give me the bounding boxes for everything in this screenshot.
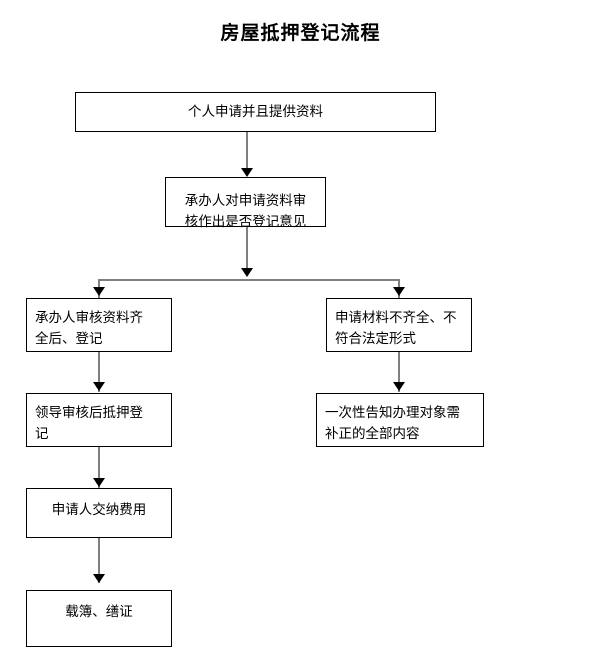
flow-node-materials-incomplete[interactable]: 申请材料不齐全、不 符合法定形式 — [326, 298, 472, 352]
flow-node-leader-approval-mortgage-registration[interactable]: 领导审核后抵押登 记 — [26, 393, 172, 447]
connector-n7-n8 — [98, 538, 100, 583]
flow-node-label: 载簿、缮证 — [65, 604, 133, 620]
arrowhead-n1-n2 — [241, 168, 253, 177]
flow-node-label: 承办人对申请资料审 核作出是否登记意见 — [184, 193, 307, 230]
arrowhead-n4-n6 — [393, 382, 405, 391]
flow-node-label: 个人申请并且提供资料 — [188, 104, 323, 120]
connector-n2-stem — [246, 227, 248, 269]
connector-n3-n5 — [98, 352, 100, 392]
connector-n1-n2 — [246, 132, 248, 169]
connector-branch-bus — [98, 279, 400, 281]
arrowhead-branch-left — [93, 287, 105, 296]
arrowhead-n7-n8 — [93, 574, 105, 583]
arrowhead-n5-n7 — [93, 478, 105, 487]
flow-node-materials-complete-register[interactable]: 承办人审核资料齐 全后、登记 — [26, 298, 172, 352]
arrowhead-n3-n5 — [93, 382, 105, 391]
flow-node-label: 承办人审核资料齐 全后、登记 — [35, 310, 143, 347]
arrowhead-n2-stem — [241, 268, 253, 277]
flow-node-record-and-issue-certificate[interactable]: 载簿、缮证 — [26, 590, 172, 647]
connector-n4-n6 — [398, 352, 400, 392]
flow-node-applicant-pays-fee[interactable]: 申请人交纳费用 — [26, 488, 172, 538]
flow-node-label: 申请材料不齐全、不 符合法定形式 — [335, 310, 457, 347]
flow-node-label: 一次性告知办理对象需 补正的全部内容 — [325, 405, 460, 442]
flow-node-label: 领导审核后抵押登 记 — [35, 405, 143, 442]
page-title: 房屋抵押登记流程 — [220, 22, 381, 44]
arrowhead-branch-right — [393, 287, 405, 296]
flow-node-personal-application[interactable]: 个人申请并且提供资料 — [75, 92, 436, 132]
flow-node-officer-review-opinion[interactable]: 承办人对申请资料审 核作出是否登记意见 — [165, 177, 326, 230]
flow-node-one-time-notification[interactable]: 一次性告知办理对象需 补正的全部内容 — [316, 393, 484, 447]
connector-n5-n7 — [98, 447, 100, 488]
flow-node-label: 申请人交纳费用 — [51, 502, 147, 518]
